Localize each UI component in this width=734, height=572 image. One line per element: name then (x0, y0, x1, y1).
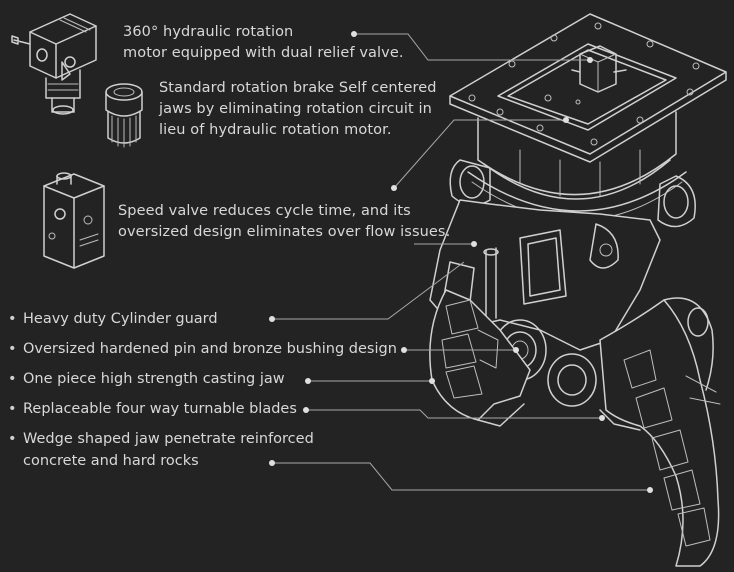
callout-brake-line2: jaws by eliminating rotation circuit in (159, 101, 432, 117)
callout-brake-line1: Standard rotation brake Self centered (159, 80, 437, 96)
callout-rotation-motor-line2: motor equipped with dual relief valve. (123, 45, 404, 61)
demolition-pulverizer-illustration (429, 13, 727, 567)
callout-rotation-motor-line1: 360° hydraulic rotation (123, 24, 294, 40)
callout-speed-valve-line1: Speed valve reduces cycle time, and its (118, 203, 411, 219)
callout-speed-valve: Speed valve reduces cycle time, and its … (118, 201, 450, 243)
feature-item: Heavy duty Cylinder guard (8, 308, 397, 338)
speed-valve-icon (43, 172, 105, 269)
callout-rotation-motor: 360° hydraulic rotation motor equipped w… (123, 22, 404, 64)
feature-item: One piece high strength casting jaw (8, 368, 397, 398)
feature-item: Replaceable four way turnable blades (8, 398, 397, 428)
feature-list: Heavy duty Cylinder guard Oversized hard… (8, 308, 397, 472)
hydraulic-motor-icon (11, 13, 97, 115)
callout-brake-line3: lieu of hydraulic rotation motor. (159, 122, 392, 138)
callout-speed-valve-line2: oversized design eliminates over flow is… (118, 224, 451, 240)
callout-rotation-brake: Standard rotation brake Self centered ja… (159, 78, 437, 141)
rotation-brake-icon (105, 83, 143, 148)
feature-item: Oversized hardened pin and bronze bushin… (8, 338, 397, 368)
feature-item: Wedge shaped jaw penetrate reinforced co… (8, 428, 397, 472)
